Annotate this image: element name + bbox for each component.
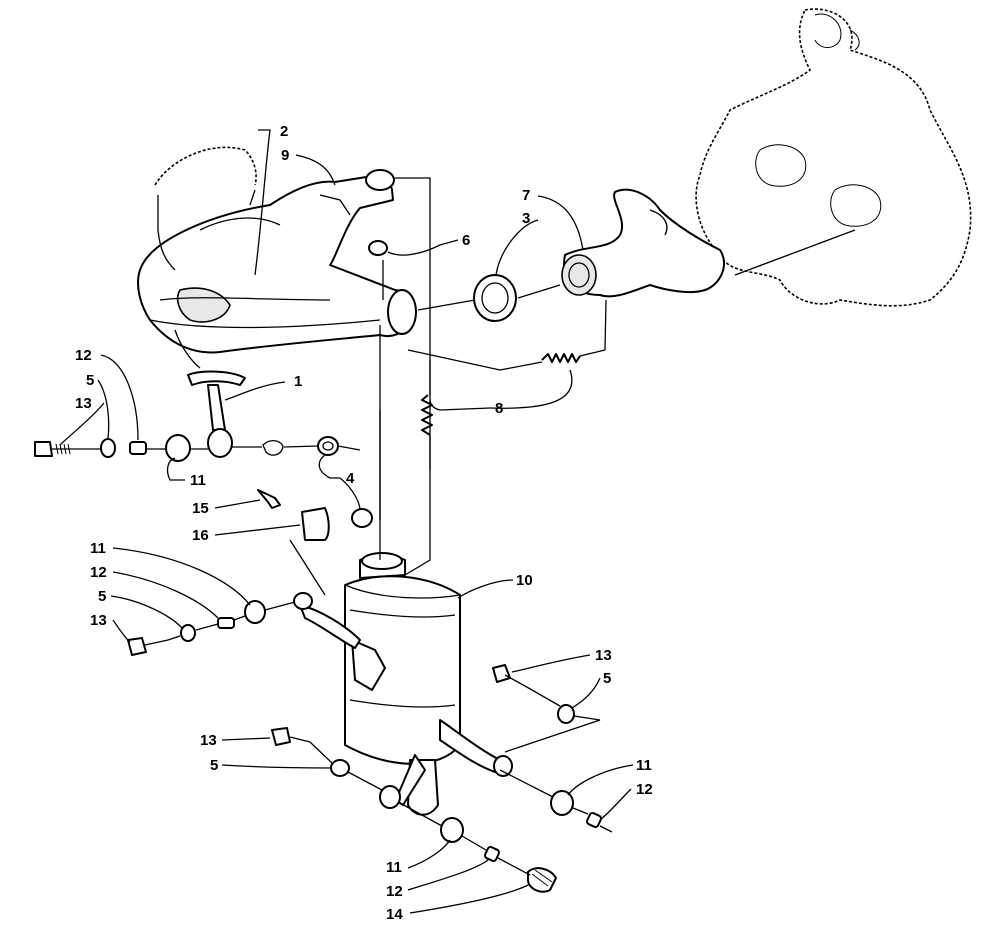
callout-5c: 5 [603,670,611,687]
bottom-fasteners [271,727,557,893]
callout-13b: 13 [90,612,107,629]
exhaust-manifold [561,188,725,298]
callout-11c: 11 [636,757,652,774]
spring-8-horizontal [541,353,581,363]
callout-15: 15 [192,500,209,517]
callout-13a: 13 [75,395,92,412]
callout-6: 6 [462,232,470,249]
callout-11b: 11 [90,540,106,557]
callout-12b: 12 [90,564,107,581]
callouts: 1 2 9 6 7 3 8 12 5 13 11 4 15 16 11 12 5… [75,123,653,923]
callout-12a: 12 [75,347,92,364]
grommet-6 [368,240,388,256]
right-fasteners [492,664,602,828]
callout-8: 8 [495,400,503,417]
callout-11d: 11 [386,859,402,876]
callout-4: 4 [346,470,355,487]
seal-ring-3 [473,274,517,322]
assembly-lines [72,177,856,876]
leader-lines [59,129,634,914]
callout-9: 9 [281,147,289,164]
muffler [293,552,513,816]
callout-13c: 13 [595,647,612,664]
callout-14: 14 [386,906,403,923]
spring-2 [154,146,257,186]
mount-bracket-16 [301,507,330,541]
callout-12d: 12 [386,883,403,900]
callout-2: 2 [280,123,288,140]
left-fasteners [127,600,266,656]
callout-1: 1 [294,373,302,390]
hanger-bracket [187,370,246,458]
callout-10: 10 [516,572,533,589]
pin-15 [257,489,281,509]
callout-16: 16 [192,527,209,544]
callout-5a: 5 [86,372,94,389]
callout-13d: 13 [200,732,217,749]
callout-5d: 5 [210,757,218,774]
upper-fastener-row [34,434,373,528]
callout-11a: 11 [190,472,206,489]
callout-3: 3 [522,210,530,227]
callout-12c: 12 [636,781,653,798]
callout-7: 7 [522,187,530,204]
expansion-chamber [137,169,417,369]
callout-5b: 5 [98,588,106,605]
engine-outline [695,8,972,307]
